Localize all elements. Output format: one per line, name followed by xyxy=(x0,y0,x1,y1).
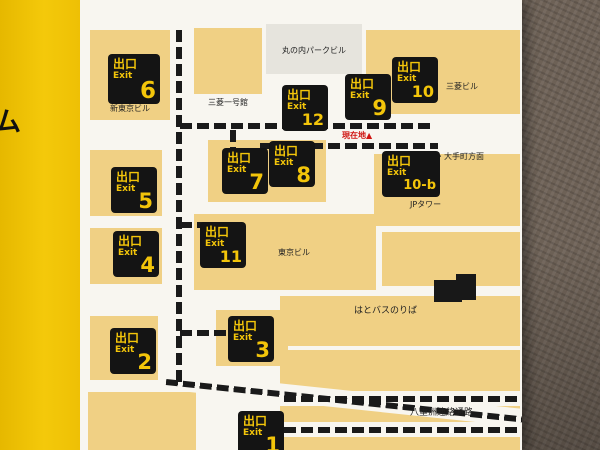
exit-sign-7: 出口 Exit 7 xyxy=(222,148,268,194)
passage-dashes-exit11 xyxy=(180,222,204,228)
exit-jp-label: 出口 xyxy=(116,170,141,184)
exit-jp-label: 出口 xyxy=(274,144,299,158)
exit-number: 10 xyxy=(411,82,434,101)
exit-en-label: Exit xyxy=(227,164,247,175)
exit-sign-1: 出口 Exit 1 xyxy=(238,411,284,450)
label-jp-tower: JPタワー xyxy=(410,200,442,209)
building-marunouchi-park-block xyxy=(266,24,362,74)
exit-number: 8 xyxy=(296,163,311,187)
exit-en-label: Exit xyxy=(113,70,133,81)
exit-en-label: Exit xyxy=(274,157,294,168)
exit-en-label: Exit xyxy=(243,427,263,438)
label-mitsubishi-no1: 三菱一号館 xyxy=(208,98,248,107)
exit-jp-label: 出口 xyxy=(387,154,412,168)
exit-jp-label: 出口 xyxy=(287,88,312,102)
exit-en-label: Exit xyxy=(233,332,253,343)
building-mitsubishi-block xyxy=(366,30,520,114)
exit-sign-10b: 出口 Exit 10-b xyxy=(382,151,440,197)
exit-en-label: Exit xyxy=(387,167,407,178)
exit-jp-label: 出口 xyxy=(397,60,422,74)
label-tokyo-building: 東京ビル xyxy=(278,248,310,257)
label-marunouchi-park: 丸の内パークビル xyxy=(282,46,346,55)
building-mitsubishi-no1-block xyxy=(194,28,262,94)
label-mitsubishi: 三菱ビル xyxy=(446,82,478,91)
exit-sign-9: 出口 Exit 9 xyxy=(345,74,391,120)
black-building-footprint-2 xyxy=(456,274,476,300)
exit-number: 6 xyxy=(139,78,156,104)
hato-bus-area-block xyxy=(280,296,520,346)
exit-jp-label: 出口 xyxy=(243,414,268,428)
exit-sign-5: 出口 Exit 5 xyxy=(111,167,157,213)
pillar-sign-fragment: ム xyxy=(0,107,21,138)
passage-dashes-upper-2 xyxy=(260,143,438,149)
exit-sign-2: 出口 Exit 2 xyxy=(110,328,156,374)
exit-en-label: Exit xyxy=(116,183,136,194)
current-location-triangle-icon: ▲ xyxy=(366,131,373,140)
exit-number: 7 xyxy=(249,170,264,194)
exit-sign-8: 出口 Exit 8 xyxy=(269,141,315,187)
exit-number: 1 xyxy=(265,433,280,450)
exit-number: 2 xyxy=(137,350,152,374)
exit-en-label: Exit xyxy=(118,247,138,258)
exit-sign-4: 出口 Exit 4 xyxy=(113,231,159,277)
exit-number: 9 xyxy=(372,96,387,120)
exit-jp-label: 出口 xyxy=(350,77,375,91)
exit-en-label: Exit xyxy=(397,73,417,84)
exit-jp-label: 出口 xyxy=(205,225,230,239)
label-hato-bus: はとバスのりば xyxy=(354,306,418,316)
exit-sign-10: 出口 Exit 10 xyxy=(392,57,438,103)
exit-sign-6: 出口 Exit 6 xyxy=(108,54,160,104)
black-building-footprint xyxy=(434,280,462,302)
label-yaesu-passage: 八重洲連絡通路 xyxy=(410,408,474,418)
exit-map-panel: 丸の内パークビル 三菱一号館 三菱ビル 新東京ビル JPタワー 東京ビル はとバ… xyxy=(80,0,522,450)
yellow-pillar: ム xyxy=(0,0,80,450)
label-shin-tokyo: 新東京ビル xyxy=(110,104,150,113)
exit-sign-11: 出口 Exit 11 xyxy=(200,222,246,268)
exit-jp-label: 出口 xyxy=(113,57,138,71)
exit-number: 12 xyxy=(301,110,324,129)
passage-dashes-exit3 xyxy=(180,330,232,336)
exit-sign-12: 出口 Exit 12 xyxy=(282,85,328,131)
current-location-text: 現在地 xyxy=(342,131,366,140)
passage-dashes-bottom-2 xyxy=(284,427,520,433)
exit-jp-label: 出口 xyxy=(115,331,140,345)
exit-en-label: Exit xyxy=(205,238,225,249)
exit-en-label: Exit xyxy=(350,90,370,101)
exit-en-label: Exit xyxy=(115,344,135,355)
exit-jp-label: 出口 xyxy=(227,151,252,165)
bottom-left-block xyxy=(88,392,196,450)
exit-number: 10-b xyxy=(403,178,436,193)
exit-number: 11 xyxy=(219,247,242,266)
current-location-marker: 現在地▲ xyxy=(342,131,372,141)
exit-jp-label: 出口 xyxy=(233,319,258,333)
exit-en-label: Exit xyxy=(287,101,307,112)
exit-number: 3 xyxy=(255,338,270,362)
exit-sign-3: 出口 Exit 3 xyxy=(228,316,274,362)
exit-number: 4 xyxy=(140,253,155,277)
passage-dashes-vertical-main xyxy=(176,30,182,386)
exit-jp-label: 出口 xyxy=(118,234,143,248)
exit-number: 5 xyxy=(138,189,153,213)
passage-dashes-bottom-1 xyxy=(284,396,520,402)
passage-dashes-exit7-stub xyxy=(230,130,236,148)
building-right-mid-block xyxy=(382,232,520,286)
